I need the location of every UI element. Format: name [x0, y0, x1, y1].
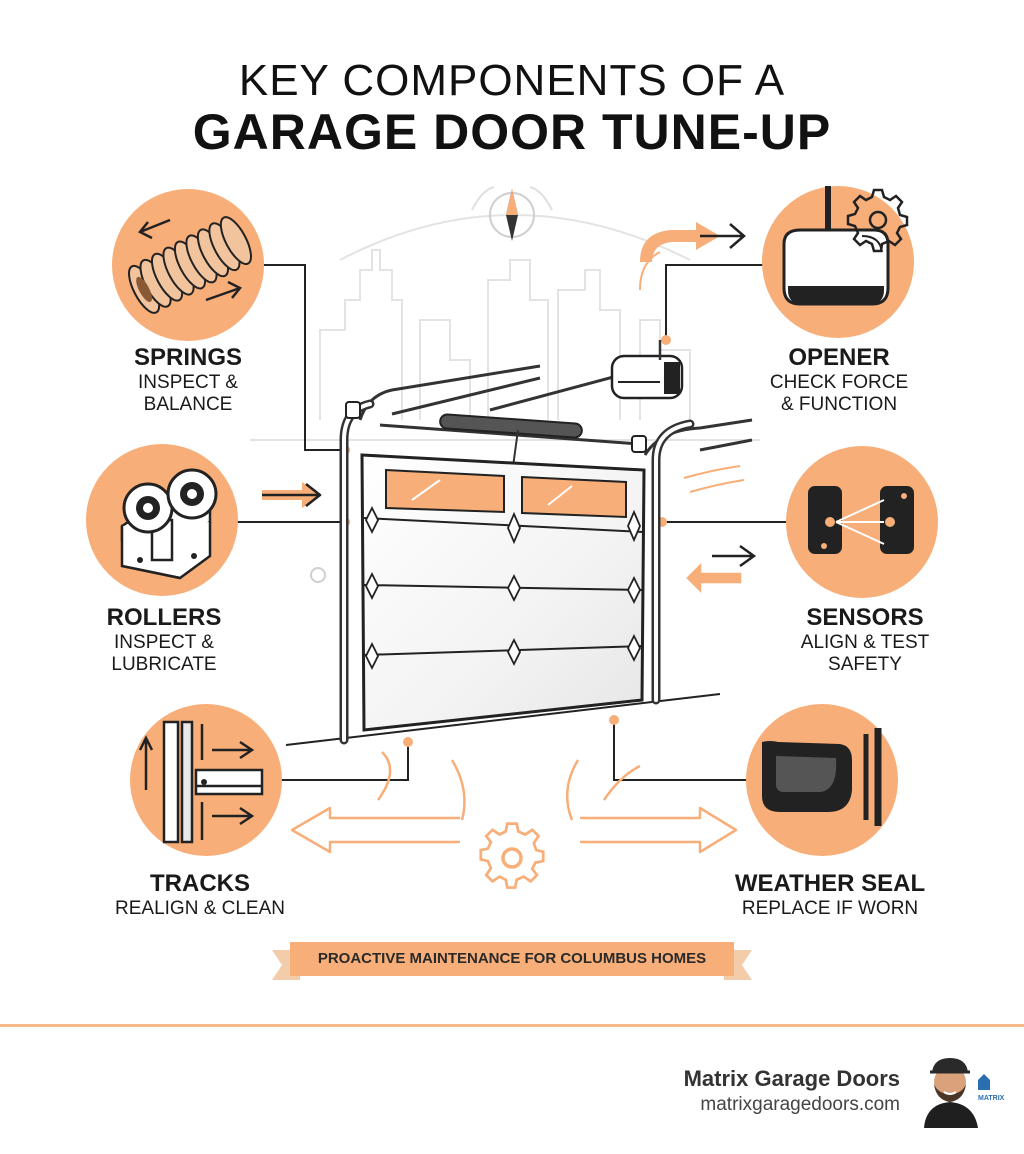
opener-desc-2: & FUNCTION	[780, 394, 898, 415]
weather-seal-desc-1: REPLACE IF WORN	[741, 898, 919, 919]
footer-divider	[0, 1024, 1024, 1027]
springs-desc-2: BALANCE	[143, 394, 233, 415]
weather-seal-icon	[746, 704, 898, 856]
arrow-icon	[262, 482, 322, 508]
svg-text:MATRIX: MATRIX	[978, 1095, 1005, 1102]
springs-icon	[112, 189, 264, 341]
sensors-desc-2: SAFETY	[828, 654, 902, 675]
banner-text: PROACTIVE MAINTENANCE FOR COLUMBUS HOMES	[317, 950, 707, 967]
arrow-icon	[639, 222, 746, 291]
company-url[interactable]: matrixgaragedoors.com	[700, 1094, 900, 1115]
tracks-desc-1: REALIGN & CLEAN	[115, 898, 285, 919]
arrow-icon	[290, 751, 738, 854]
tracks-icon	[130, 704, 282, 856]
sensors-title: SENSORS	[806, 604, 924, 631]
sensors-label: SENSORS ALIGN & TEST SAFETY	[770, 604, 960, 676]
opener-label: OPENER CHECK FORCE & FUNCTION	[744, 344, 934, 416]
compass-icon	[471, 186, 553, 241]
springs-title: SPRINGS	[133, 344, 243, 371]
small-ring	[310, 567, 326, 583]
rollers-label: ROLLERS INSPECT & LUBRICATE	[74, 604, 254, 676]
weather-seal-label: WEATHER SEAL REPLACE IF WORN	[712, 870, 948, 920]
rollers-desc-1: INSPECT &	[114, 632, 214, 653]
title-line-1: KEY COMPONENTS OF A	[238, 56, 786, 105]
rollers-icon	[86, 444, 238, 596]
sensors-desc-1: ALIGN & TEST	[800, 632, 930, 653]
opener-title: OPENER	[788, 344, 890, 371]
gear-icon	[479, 822, 545, 889]
opener-icon	[762, 186, 914, 338]
person-avatar-icon: MATRIX	[924, 1058, 1005, 1128]
springs-desc-1: INSPECT &	[138, 372, 238, 393]
opener-unit	[610, 354, 684, 400]
title-line-2: GARAGE DOOR TUNE-UP	[192, 104, 832, 160]
connector-lines	[236, 264, 786, 781]
weather-seal-title: WEATHER SEAL	[734, 870, 926, 897]
arrow-icon	[686, 544, 757, 594]
rollers-desc-2: LUBRICATE	[111, 654, 217, 675]
rollers-title: ROLLERS	[106, 604, 222, 631]
sensors-icon	[786, 446, 938, 598]
tracks-label: TRACKS REALIGN & CLEAN	[88, 870, 312, 920]
ground-line	[285, 693, 721, 746]
footer-brand: Matrix Garage Doors matrixgaragedoors.co…	[684, 1066, 900, 1116]
company-name: Matrix Garage Doors	[683, 1066, 900, 1091]
banner-ribbon	[272, 942, 752, 980]
motion-lines	[683, 465, 745, 493]
tracks-title: TRACKS	[150, 870, 250, 897]
springs-label: SPRINGS INSPECT & BALANCE	[98, 344, 278, 416]
opener-desc-1: CHECK FORCE	[769, 372, 909, 393]
garage-door	[339, 340, 753, 745]
